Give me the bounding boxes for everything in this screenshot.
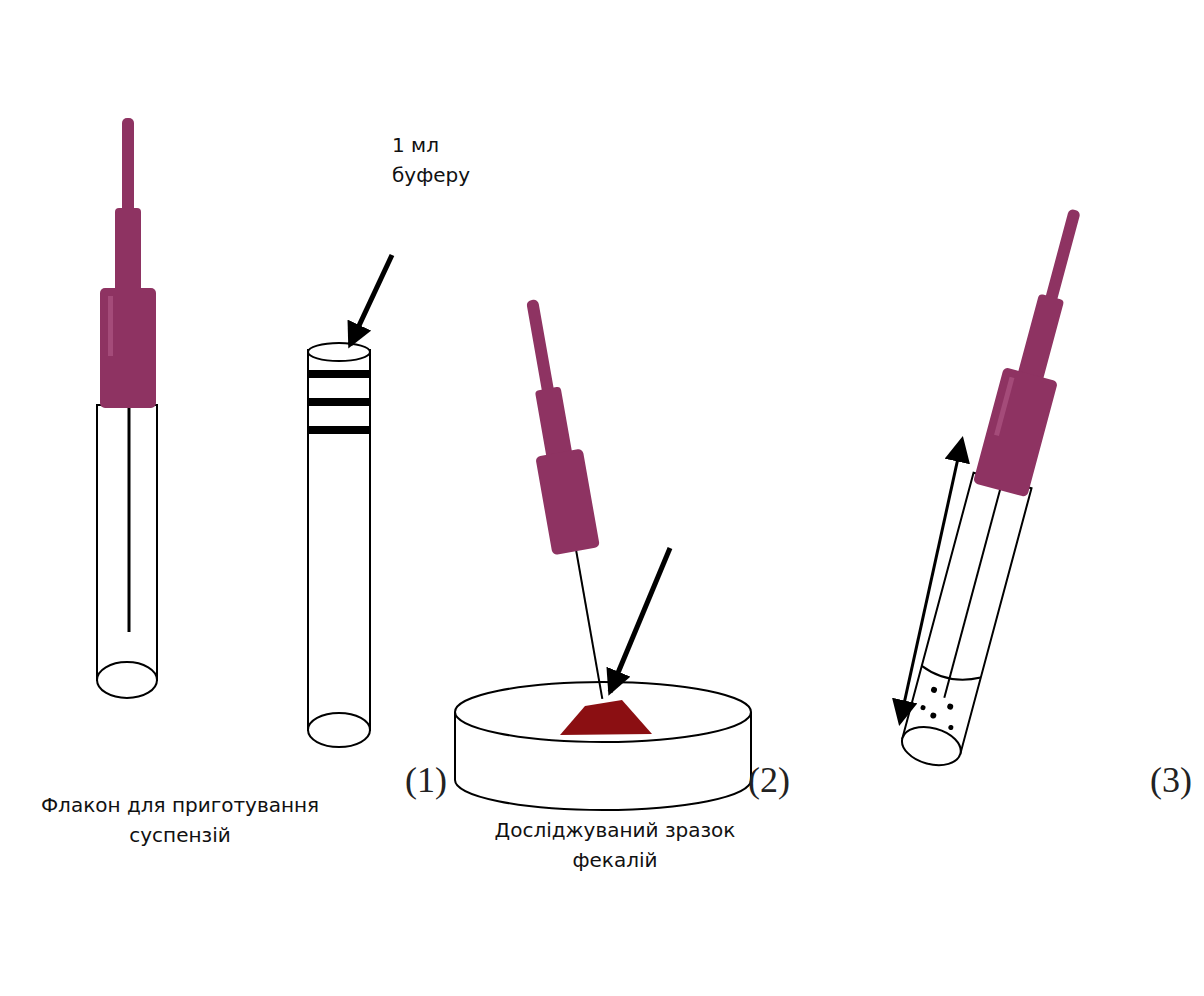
sample-label: Досліджуваний зразок фекалій: [490, 815, 740, 875]
petri-dish: [455, 296, 751, 810]
callout-number: (1): [405, 762, 465, 798]
buffer-label: 1 мл буферу: [392, 130, 502, 190]
suspension-vial: [97, 118, 157, 698]
mixing-vial: [898, 202, 1104, 771]
vial-label: Флакон для приготування суспензій: [30, 790, 330, 850]
callout-number: (3): [1150, 762, 1200, 798]
buffer-tube: [308, 255, 392, 747]
fecal-sample: [560, 700, 652, 735]
callout-number: (2): [748, 762, 808, 798]
